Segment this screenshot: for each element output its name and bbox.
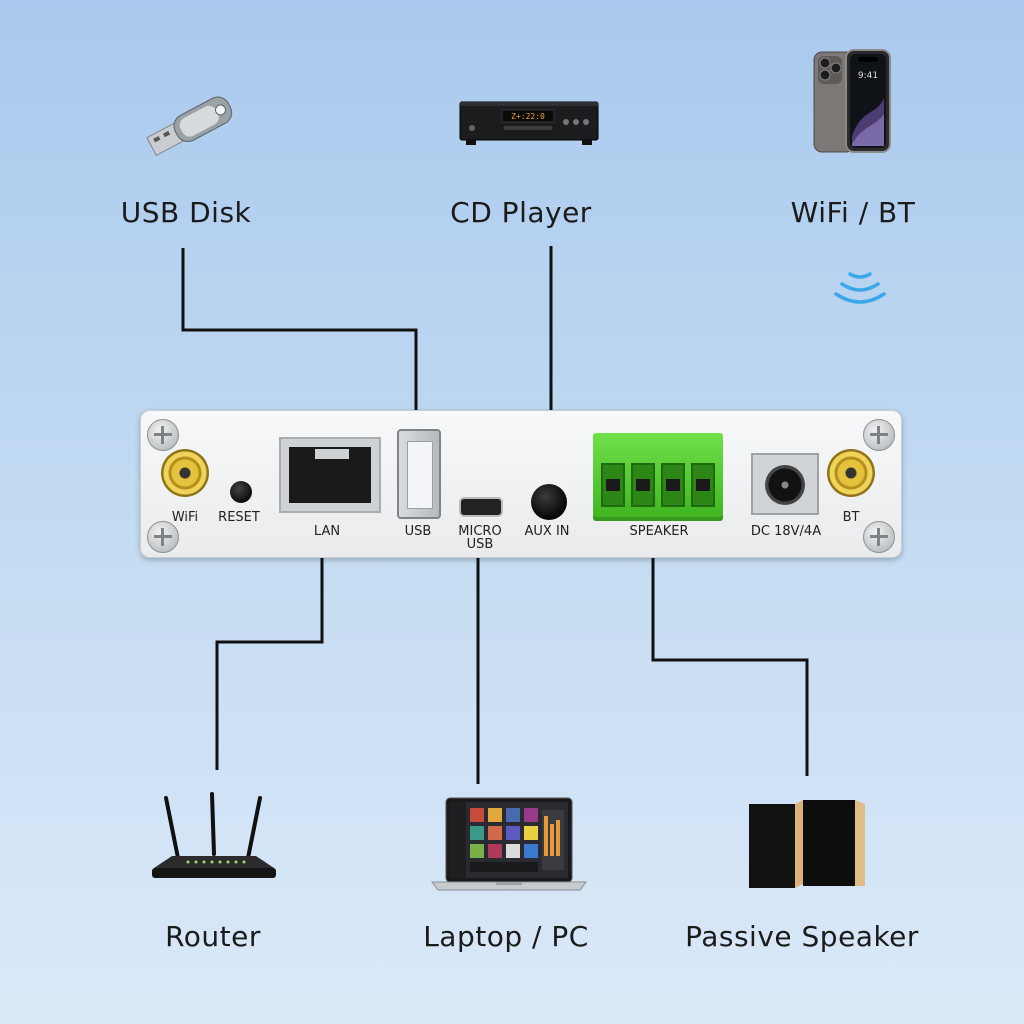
- bookshelf-speaker-icon: [749, 800, 865, 888]
- line-router: [215, 552, 324, 770]
- line-usb-disk: [181, 248, 418, 412]
- device-front-panel: WiFi RESET LAN USB MICRO USB AUX IN SPEA…: [140, 410, 902, 558]
- wireless-signal-icon: [834, 272, 886, 304]
- screw-icon: [147, 419, 179, 451]
- micro-usb-label-line1: MICRO: [458, 524, 502, 539]
- router-icon: [152, 792, 276, 878]
- lan-socket: [289, 447, 371, 503]
- dc-power-jack[interactable]: [751, 453, 819, 515]
- bt-port-label: BT: [842, 510, 860, 525]
- line-passive-speaker: [651, 552, 809, 776]
- smartphone-icon: 9:41: [813, 49, 891, 153]
- wifi-port-label: WiFi: [171, 510, 199, 525]
- screw-icon: [863, 521, 895, 553]
- usb-flash-drive-icon: [146, 96, 233, 157]
- bt-antenna-connector[interactable]: [827, 449, 875, 497]
- label-usb-disk: USB Disk: [120, 196, 252, 229]
- cd-display-text: Z+:22:0: [511, 112, 545, 121]
- laptop-icon: [431, 797, 587, 891]
- lan-label: LAN: [313, 524, 341, 539]
- label-wifi-bt: WiFi / BT: [790, 196, 916, 229]
- speaker-label: SPEAKER: [629, 524, 689, 539]
- aux-in-label: AUX IN: [524, 524, 570, 539]
- label-passive-speaker: Passive Speaker: [685, 920, 919, 953]
- svg-text:9:41: 9:41: [858, 71, 878, 81]
- label-cd-player: CD Player: [450, 196, 592, 229]
- lan-port[interactable]: [279, 437, 381, 513]
- usb-port[interactable]: [397, 429, 441, 519]
- dc-label: DC 18V/4A: [750, 524, 822, 539]
- label-laptop-pc: Laptop / PC: [423, 920, 589, 953]
- screw-icon: [147, 521, 179, 553]
- reset-button[interactable]: [230, 481, 252, 503]
- micro-usb-port[interactable]: [459, 497, 503, 517]
- usb-label: USB: [404, 524, 432, 539]
- aux-in-jack[interactable]: [531, 484, 567, 520]
- wifi-antenna-connector[interactable]: [161, 449, 209, 497]
- speaker-terminal-block[interactable]: [593, 433, 723, 521]
- label-router: Router: [165, 920, 261, 953]
- reset-label: RESET: [218, 510, 260, 525]
- screw-icon: [863, 419, 895, 451]
- cd-player-icon: Z+:22:0: [459, 101, 599, 145]
- micro-usb-label-line2: USB: [466, 537, 494, 552]
